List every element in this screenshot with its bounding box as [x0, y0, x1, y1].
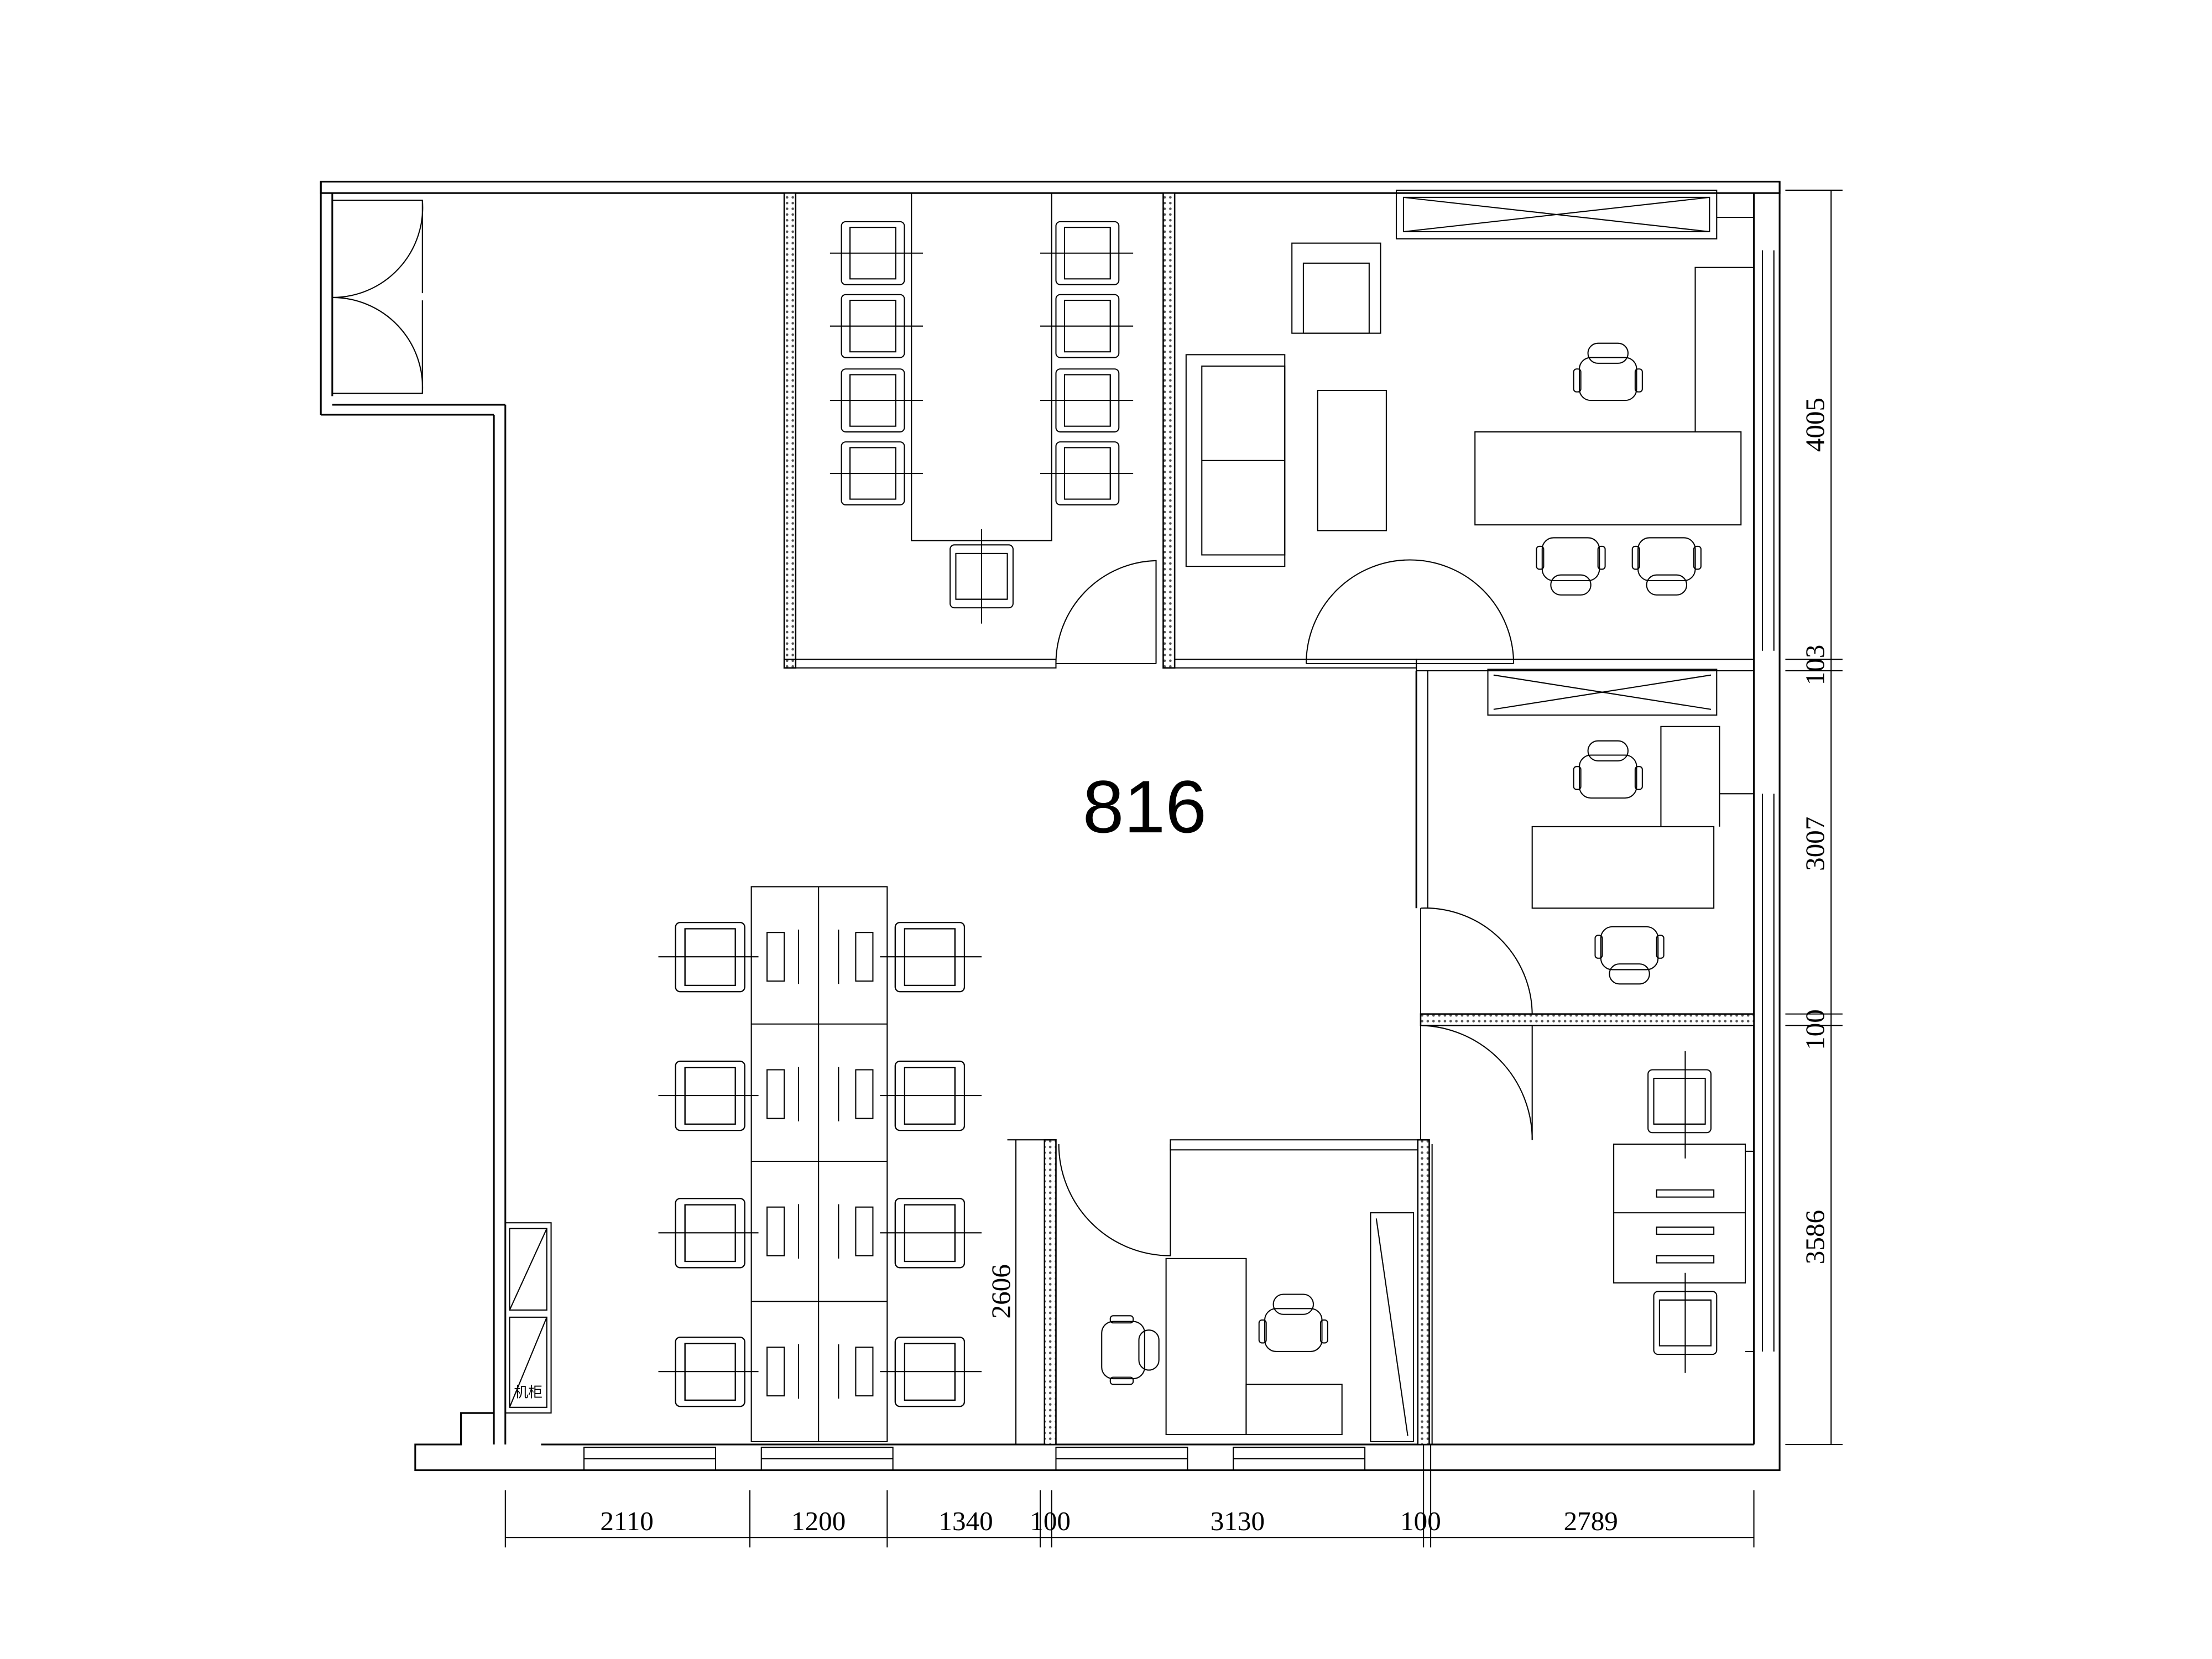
office-chair [1258, 1293, 1328, 1353]
workstation-chairs [658, 921, 982, 1407]
dimension-label: 3130 [1211, 1506, 1265, 1536]
bottom-windows [583, 1447, 1366, 1471]
outer-walls [320, 180, 1781, 1472]
room-number: 816 [1083, 765, 1207, 848]
guest-chair [1594, 926, 1665, 985]
executive-office [1174, 189, 1754, 669]
dimension-label: 100 [1799, 1009, 1830, 1050]
guest-chair [1631, 537, 1702, 596]
meeting-room-door[interactable] [1055, 560, 1157, 664]
small-office [1044, 1139, 1430, 1446]
coffee-table [1317, 390, 1387, 531]
meeting-room [783, 192, 1176, 669]
dimension-label: 2110 [600, 1506, 653, 1536]
dimension-label: 3007 [1799, 817, 1830, 871]
dimension-label: 100 [1400, 1506, 1441, 1536]
office-door[interactable] [1306, 559, 1515, 664]
dimension-label: 1200 [791, 1506, 846, 1536]
workstation-cluster [658, 886, 982, 1442]
conference-table [911, 192, 1052, 541]
desk [1613, 1143, 1746, 1284]
dimension-label: 2789 [1564, 1506, 1618, 1536]
entrance-double-door[interactable] [332, 200, 424, 394]
conference-chairs [830, 221, 1134, 624]
bottom-dimension-line: 2110 1200 1340 100 3130 100 2789 [504, 1444, 1755, 1548]
storage-cabinet [1395, 189, 1718, 239]
manager-office [1415, 659, 1755, 1026]
inner-dimension-line: 2606 [986, 1139, 1045, 1446]
guest-chair [1536, 537, 1606, 596]
dimension-label: 103 [1799, 645, 1830, 686]
armchair [1291, 242, 1381, 334]
guest-chair [1101, 1315, 1160, 1385]
dimension-label: 1340 [938, 1506, 993, 1536]
office-door[interactable] [1420, 907, 1533, 1015]
desk [1165, 1258, 1247, 1435]
right-dimension-line: 4005 103 3007 100 3586 [1785, 189, 1843, 1446]
desk [1531, 826, 1715, 909]
office-door[interactable] [1420, 1025, 1533, 1140]
dimension-label: 100 [1030, 1506, 1071, 1536]
tall-cabinet [1370, 1212, 1415, 1442]
server-cabinet: 机柜 [504, 1222, 552, 1414]
dimension-label: 4005 [1799, 398, 1830, 452]
sofa [1185, 354, 1286, 567]
dimension-label: 3586 [1799, 1210, 1830, 1264]
office-chair [1573, 740, 1643, 799]
staff-office [1420, 1025, 1754, 1445]
office-door[interactable] [1058, 1144, 1171, 1256]
executive-desk [1474, 431, 1742, 526]
office-chair [1573, 342, 1643, 401]
dimension-label: 2606 [986, 1264, 1016, 1318]
storage-cabinet [1487, 669, 1718, 716]
cabinet-label: 机柜 [514, 1385, 542, 1401]
